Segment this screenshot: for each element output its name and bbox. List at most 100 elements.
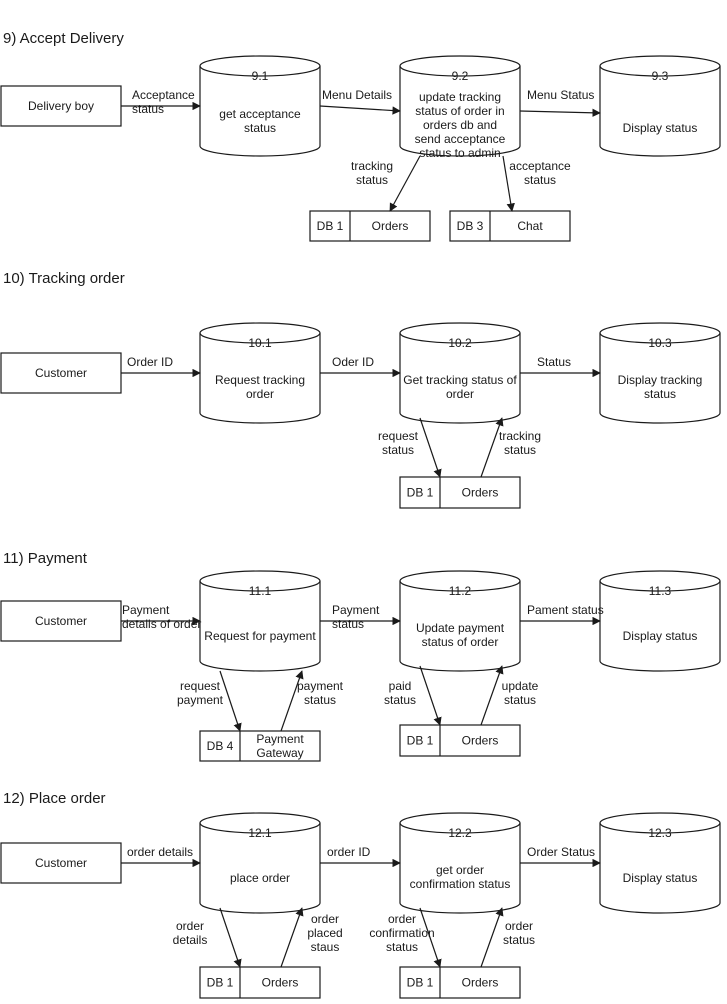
process-top-rim bbox=[399, 332, 521, 344]
external-entity-label: Customer bbox=[35, 614, 87, 628]
process-top-rim bbox=[599, 822, 721, 834]
process-id: 9.2 bbox=[452, 69, 469, 83]
data-flow-arrow bbox=[480, 665, 504, 726]
process-body bbox=[599, 812, 721, 914]
process-label: status bbox=[644, 387, 676, 401]
data-flow-label: status bbox=[386, 940, 418, 954]
data-flow-label: Pament status bbox=[527, 603, 604, 617]
data-store bbox=[399, 476, 521, 509]
external-entity bbox=[0, 842, 122, 884]
process-top-rim bbox=[199, 580, 321, 592]
data-flow-label: paid bbox=[389, 679, 412, 693]
data-flow-arrow bbox=[389, 155, 421, 212]
data-flow-label: status bbox=[503, 933, 535, 947]
process-body bbox=[199, 322, 321, 424]
process-label: status of order in bbox=[415, 104, 504, 118]
data-flow-label: payment bbox=[177, 693, 224, 707]
data-store bbox=[199, 966, 321, 999]
data-flow-arrow bbox=[219, 907, 242, 968]
data-store-name: Orders bbox=[262, 976, 299, 990]
process-11.1 bbox=[199, 570, 321, 672]
process-id: 10.2 bbox=[448, 336, 472, 350]
process-id: 12.3 bbox=[648, 826, 672, 840]
process-label: status to admin bbox=[419, 146, 500, 160]
process-top-rim bbox=[399, 822, 521, 834]
process-label: get order bbox=[436, 863, 484, 877]
data-flow-label: status bbox=[356, 173, 388, 187]
data-flow-arrow bbox=[480, 417, 504, 478]
data-flow-label: order bbox=[176, 919, 204, 933]
process-label: Request for payment bbox=[204, 629, 316, 643]
data-flow-label: status bbox=[384, 693, 416, 707]
external-entity bbox=[0, 600, 122, 642]
data-store-name: Orders bbox=[462, 486, 499, 500]
process-label: confirmation status bbox=[410, 877, 511, 891]
process-body bbox=[199, 570, 321, 672]
process-top-rim bbox=[399, 65, 521, 77]
data-store-id: DB 3 bbox=[457, 219, 484, 233]
data-store bbox=[399, 966, 521, 999]
process-label: Display status bbox=[623, 629, 698, 643]
process-9.2 bbox=[399, 55, 521, 157]
process-top-rim bbox=[399, 580, 521, 592]
data-flow-label: status bbox=[504, 693, 536, 707]
data-store-name: Orders bbox=[462, 734, 499, 748]
process-id: 12.2 bbox=[448, 826, 472, 840]
process-label: update tracking bbox=[419, 90, 501, 104]
data-flow-label: Order Status bbox=[527, 845, 595, 859]
process-label: order bbox=[246, 387, 274, 401]
data-flow-label: confirmation bbox=[369, 926, 434, 940]
data-store-name: Orders bbox=[372, 219, 409, 233]
section-title: 11) Payment bbox=[3, 550, 88, 567]
data-store-id: DB 1 bbox=[317, 219, 344, 233]
data-flow-arrow bbox=[419, 907, 442, 968]
process-id: 10.3 bbox=[648, 336, 672, 350]
process-top-rim bbox=[199, 822, 321, 834]
data-store-id: DB 4 bbox=[207, 739, 234, 753]
data-flow-label: details of order bbox=[122, 617, 201, 631]
data-flow-label: order bbox=[311, 912, 339, 926]
data-flow-label: Payment bbox=[332, 603, 380, 617]
data-store-id: DB 1 bbox=[207, 976, 234, 990]
process-11.2 bbox=[399, 570, 521, 672]
process-id: 10.1 bbox=[248, 336, 272, 350]
process-id: 9.1 bbox=[252, 69, 269, 83]
data-flow-label: tracking bbox=[351, 159, 393, 173]
data-flow-arrow bbox=[419, 417, 442, 478]
data-flow-label: Status bbox=[537, 355, 571, 369]
data-flow-label: status bbox=[332, 617, 364, 631]
data-flow-label: staus bbox=[311, 940, 340, 954]
data-flow-label: order details bbox=[127, 845, 193, 859]
data-flow-label: status bbox=[382, 443, 414, 457]
process-top-rim bbox=[599, 580, 721, 592]
data-flow-label: order ID bbox=[327, 845, 371, 859]
process-12.3 bbox=[599, 812, 721, 914]
data-store-name: Chat bbox=[517, 219, 543, 233]
process-top-rim bbox=[599, 332, 721, 344]
data-flow-label: order bbox=[388, 912, 416, 926]
process-body bbox=[399, 55, 521, 157]
process-body bbox=[399, 812, 521, 914]
process-label: Update payment bbox=[416, 621, 505, 635]
data-flow-label: Menu Details bbox=[322, 88, 392, 102]
external-entity-label: Customer bbox=[35, 366, 87, 380]
data-store-name: Payment bbox=[256, 732, 304, 746]
data-flow-label: request bbox=[378, 429, 419, 443]
process-body bbox=[599, 322, 721, 424]
external-entity-label: Customer bbox=[35, 856, 87, 870]
data-store-id: DB 1 bbox=[407, 734, 434, 748]
process-body bbox=[399, 322, 521, 424]
data-flow-arrow bbox=[319, 105, 401, 115]
data-flow-arrow bbox=[419, 665, 442, 726]
process-top-rim bbox=[199, 65, 321, 77]
process-label: Display tracking bbox=[618, 373, 703, 387]
process-body bbox=[599, 55, 721, 157]
process-id: 9.3 bbox=[652, 69, 669, 83]
data-flow-label: details bbox=[173, 933, 208, 947]
data-store bbox=[199, 730, 321, 762]
process-label: send acceptance bbox=[415, 132, 506, 146]
process-9.1 bbox=[199, 55, 321, 157]
process-label: orders db and bbox=[423, 118, 497, 132]
data-flow-arrow bbox=[280, 670, 304, 732]
